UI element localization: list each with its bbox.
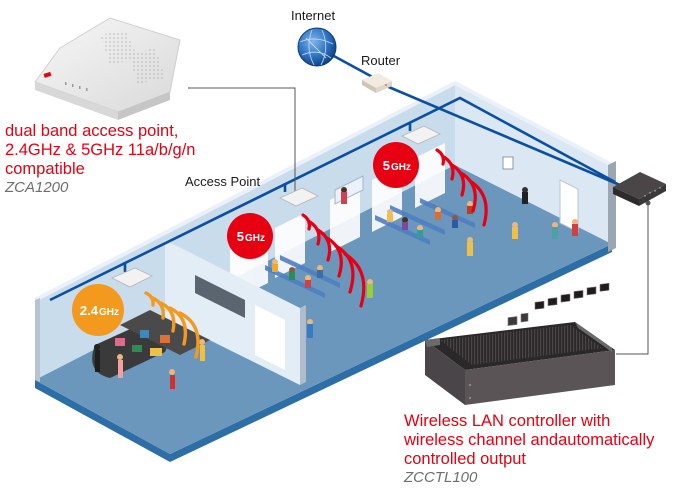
access-point-units <box>111 125 441 288</box>
network-cables <box>49 53 621 302</box>
right-wall-edge <box>608 161 616 252</box>
badge-2ghz-baggage: 2.4 GHz <box>72 284 124 336</box>
badge-main: 5 <box>383 158 390 173</box>
router-icon <box>362 73 392 93</box>
waiting-area <box>265 187 578 338</box>
network-switch-icon <box>613 172 666 206</box>
divider-doorway <box>255 305 285 370</box>
wall-top-edge <box>34 80 613 302</box>
badge-unit: GHz <box>99 307 119 318</box>
vent-grille <box>195 275 245 318</box>
signal-waves-5ghz-right <box>435 148 488 227</box>
badge-5ghz-gate: 5 GHz <box>227 213 273 259</box>
badge-unit: GHz <box>391 162 411 173</box>
baggage-carousel <box>92 310 210 389</box>
access-point-description: dual band access point, 2.4GHz & 5GHz 11… <box>5 122 196 178</box>
access-point-label: Access Point <box>185 174 261 189</box>
cable-backbone <box>49 96 616 302</box>
wlan-controller-icon <box>425 282 615 405</box>
controller-model: ZCCTL100 <box>404 469 478 486</box>
internet-label: Internet <box>291 8 336 23</box>
passengers <box>272 187 578 338</box>
cable-internet-router <box>331 53 379 82</box>
access-point-icon <box>34 17 181 120</box>
controller-description: Wireless LAN controller with wireless ch… <box>404 412 655 468</box>
router-label: Router <box>361 53 401 68</box>
globe-icon <box>297 27 337 67</box>
signal-waves-24ghz <box>144 291 200 359</box>
badge-5ghz-lounge: 5 GHz <box>373 142 419 188</box>
callout-controller <box>616 205 649 355</box>
info-panel <box>502 156 514 170</box>
badge-main: 5 <box>237 229 244 244</box>
badge-main: 2.4 <box>80 303 99 318</box>
ceiling-ap-left <box>111 267 153 288</box>
ceiling-ap-right <box>401 125 441 145</box>
callout-access-point <box>188 87 296 196</box>
ceiling-ap-center <box>279 187 319 207</box>
badge-unit: GHz <box>245 233 265 244</box>
left-wall-edge <box>35 298 40 382</box>
floor <box>35 165 612 454</box>
signal-waves-5ghz-center <box>301 213 366 308</box>
access-point-model: ZCA1200 <box>5 179 69 196</box>
divider-wall-edge <box>300 305 306 385</box>
cable-router-switch <box>383 83 621 187</box>
